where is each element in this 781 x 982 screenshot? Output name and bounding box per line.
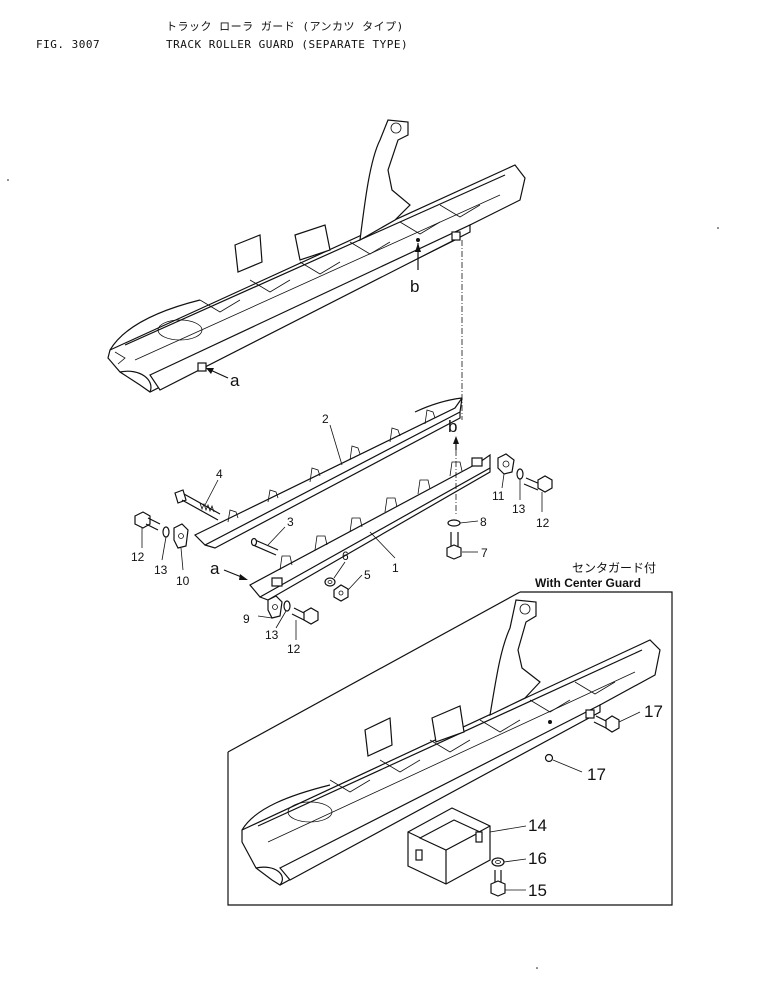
callout-12-left: 12 xyxy=(131,550,145,564)
bolt-12-bottom xyxy=(291,607,319,625)
callout-3: 3 xyxy=(287,515,294,529)
fig-label: FIG. 3007 xyxy=(36,38,100,51)
pin-3 xyxy=(250,537,279,556)
callout-5: 5 xyxy=(364,568,371,582)
washer-8 xyxy=(447,519,461,527)
inset-title-english: With Center Guard xyxy=(535,576,641,590)
callout-8: 8 xyxy=(480,515,487,529)
callout-12-bottom: 12 xyxy=(287,642,301,656)
center-guard-14 xyxy=(407,807,491,885)
callout-7: 7 xyxy=(481,546,488,560)
callout-1: 1 xyxy=(392,561,399,575)
callout-17-hole: 17 xyxy=(587,765,606,784)
bolt-12-left xyxy=(134,511,161,531)
callout-12-right: 12 xyxy=(536,516,550,530)
bolt-12-right xyxy=(523,475,553,493)
clip-10 xyxy=(173,523,189,549)
inset-border xyxy=(227,591,673,906)
nut-5 xyxy=(333,584,349,602)
washer-13-bottom xyxy=(283,600,291,612)
bolt-15 xyxy=(490,870,506,897)
bolt-17-side xyxy=(593,715,620,733)
callout-13-right: 13 xyxy=(512,502,526,516)
marker-a-frame: a xyxy=(230,371,240,390)
callout-6: 6 xyxy=(342,549,349,563)
callout-17-side: 17 xyxy=(644,702,663,721)
title-english: TRACK ROLLER GUARD (SEPARATE TYPE) xyxy=(166,38,408,51)
callout-9: 9 xyxy=(243,612,250,626)
callout-10: 10 xyxy=(176,574,190,588)
track-frame-upper xyxy=(107,119,526,393)
track-frame-lower xyxy=(241,599,661,886)
marker-a-guard: a xyxy=(210,559,220,578)
callout-16: 16 xyxy=(528,849,547,868)
callout-11: 11 xyxy=(492,489,505,503)
washer-16 xyxy=(491,857,505,867)
clip-11 xyxy=(497,453,515,475)
callout-2: 2 xyxy=(322,412,329,426)
callout-14: 14 xyxy=(528,816,547,835)
marker-b-bolt: b xyxy=(448,417,457,436)
guard-rail-1 xyxy=(249,453,491,601)
bolt-17-hole xyxy=(544,753,554,763)
marker-b-frame: b xyxy=(410,277,419,296)
clip-9 xyxy=(267,595,283,619)
callout-13-bottom: 13 xyxy=(265,628,279,642)
inset-title-japanese: センタガード付 xyxy=(572,561,656,575)
callout-4: 4 xyxy=(216,467,223,481)
bolt-7 xyxy=(446,532,462,560)
bolt-4 xyxy=(174,489,221,521)
title-japanese: トラック ローラ ガード (アンカツ タイプ) xyxy=(166,20,404,33)
washer-6 xyxy=(324,577,336,587)
guard-plate-2 xyxy=(193,397,463,549)
callout-15: 15 xyxy=(528,881,547,900)
callout-13-left: 13 xyxy=(154,563,168,577)
washer-13-right xyxy=(516,468,524,480)
washer-13-left xyxy=(162,526,170,538)
